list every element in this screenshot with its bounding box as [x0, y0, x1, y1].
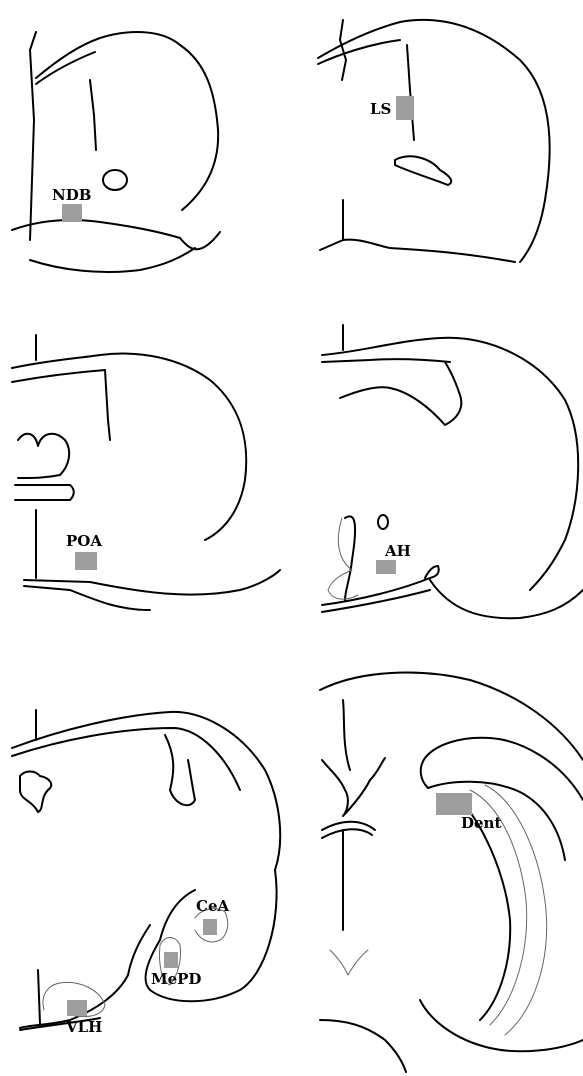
ventral-lower-contour	[30, 248, 195, 272]
vlh-marker	[67, 1000, 87, 1016]
mepd-label: MePD	[151, 970, 201, 988]
fornix-contour	[328, 518, 358, 599]
cortex-outline	[320, 673, 583, 760]
dent-marker	[436, 793, 472, 815]
section-ls-panel: LS	[318, 20, 550, 262]
ndb-label: NDB	[52, 186, 91, 204]
section-poa-panel: POA	[12, 335, 280, 610]
ventral-surface-outline	[430, 580, 583, 618]
cea-marker	[203, 919, 217, 935]
section-ah-panel: AH	[322, 325, 583, 618]
callosum-inner-contour	[12, 370, 105, 382]
ventral-groove-contour	[330, 950, 368, 975]
fornix-arc-inner-outline	[322, 829, 372, 838]
ventral-lower-contour	[322, 590, 430, 612]
ventricle-outline	[105, 370, 110, 440]
ls-label: LS	[370, 100, 391, 118]
ventral-surface-outline	[12, 220, 220, 249]
ventricle-outline	[90, 80, 96, 150]
ndb-marker	[62, 204, 82, 222]
corpus-callosum-outline	[318, 20, 550, 262]
midline-contour	[30, 32, 36, 240]
fornix-ellipse	[378, 515, 388, 529]
ventricle-outline	[395, 156, 451, 185]
section-ndb-panel: NDB	[12, 32, 220, 272]
anterior-commissure-outline	[345, 516, 355, 600]
poa-label: POA	[66, 532, 102, 550]
hippocampus-ventral-outline	[420, 1000, 583, 1051]
section-amygdala-panel: CeA MePD VLH	[12, 710, 280, 1036]
vlh-label: VLH	[65, 1018, 102, 1036]
ah-marker	[376, 560, 396, 574]
poa-marker	[75, 552, 97, 570]
ventral-surface-outline	[24, 570, 280, 595]
thalamus-notch-outline	[20, 772, 51, 813]
septum-contour	[407, 45, 414, 140]
corpus-callosum-outline	[322, 338, 578, 590]
ventral-surface-outline	[320, 240, 515, 262]
ventricle-outline	[165, 735, 195, 805]
dent-label: Dent	[461, 814, 501, 832]
cea-label: CeA	[196, 897, 229, 915]
ventral-surface-outline	[320, 1020, 406, 1072]
commissure-ellipse	[103, 170, 127, 190]
corpus-callosum-outline	[12, 354, 246, 540]
mepd-marker	[164, 952, 178, 968]
anterior-commissure-outline	[18, 434, 69, 478]
ls-marker	[396, 96, 414, 120]
ventricle-outline	[340, 362, 461, 425]
midline-contour	[343, 700, 350, 770]
ah-label: AH	[384, 542, 411, 560]
midline-contour	[340, 20, 346, 80]
callosum-inner-contour	[322, 359, 450, 362]
ventral-midline-contour	[38, 970, 40, 1024]
section-dentate-panel: Dent	[320, 673, 583, 1072]
optic-tract-outline	[15, 485, 74, 500]
hippocampus-wall-outline	[460, 800, 510, 1020]
ventricle-notch-outline	[322, 758, 385, 816]
